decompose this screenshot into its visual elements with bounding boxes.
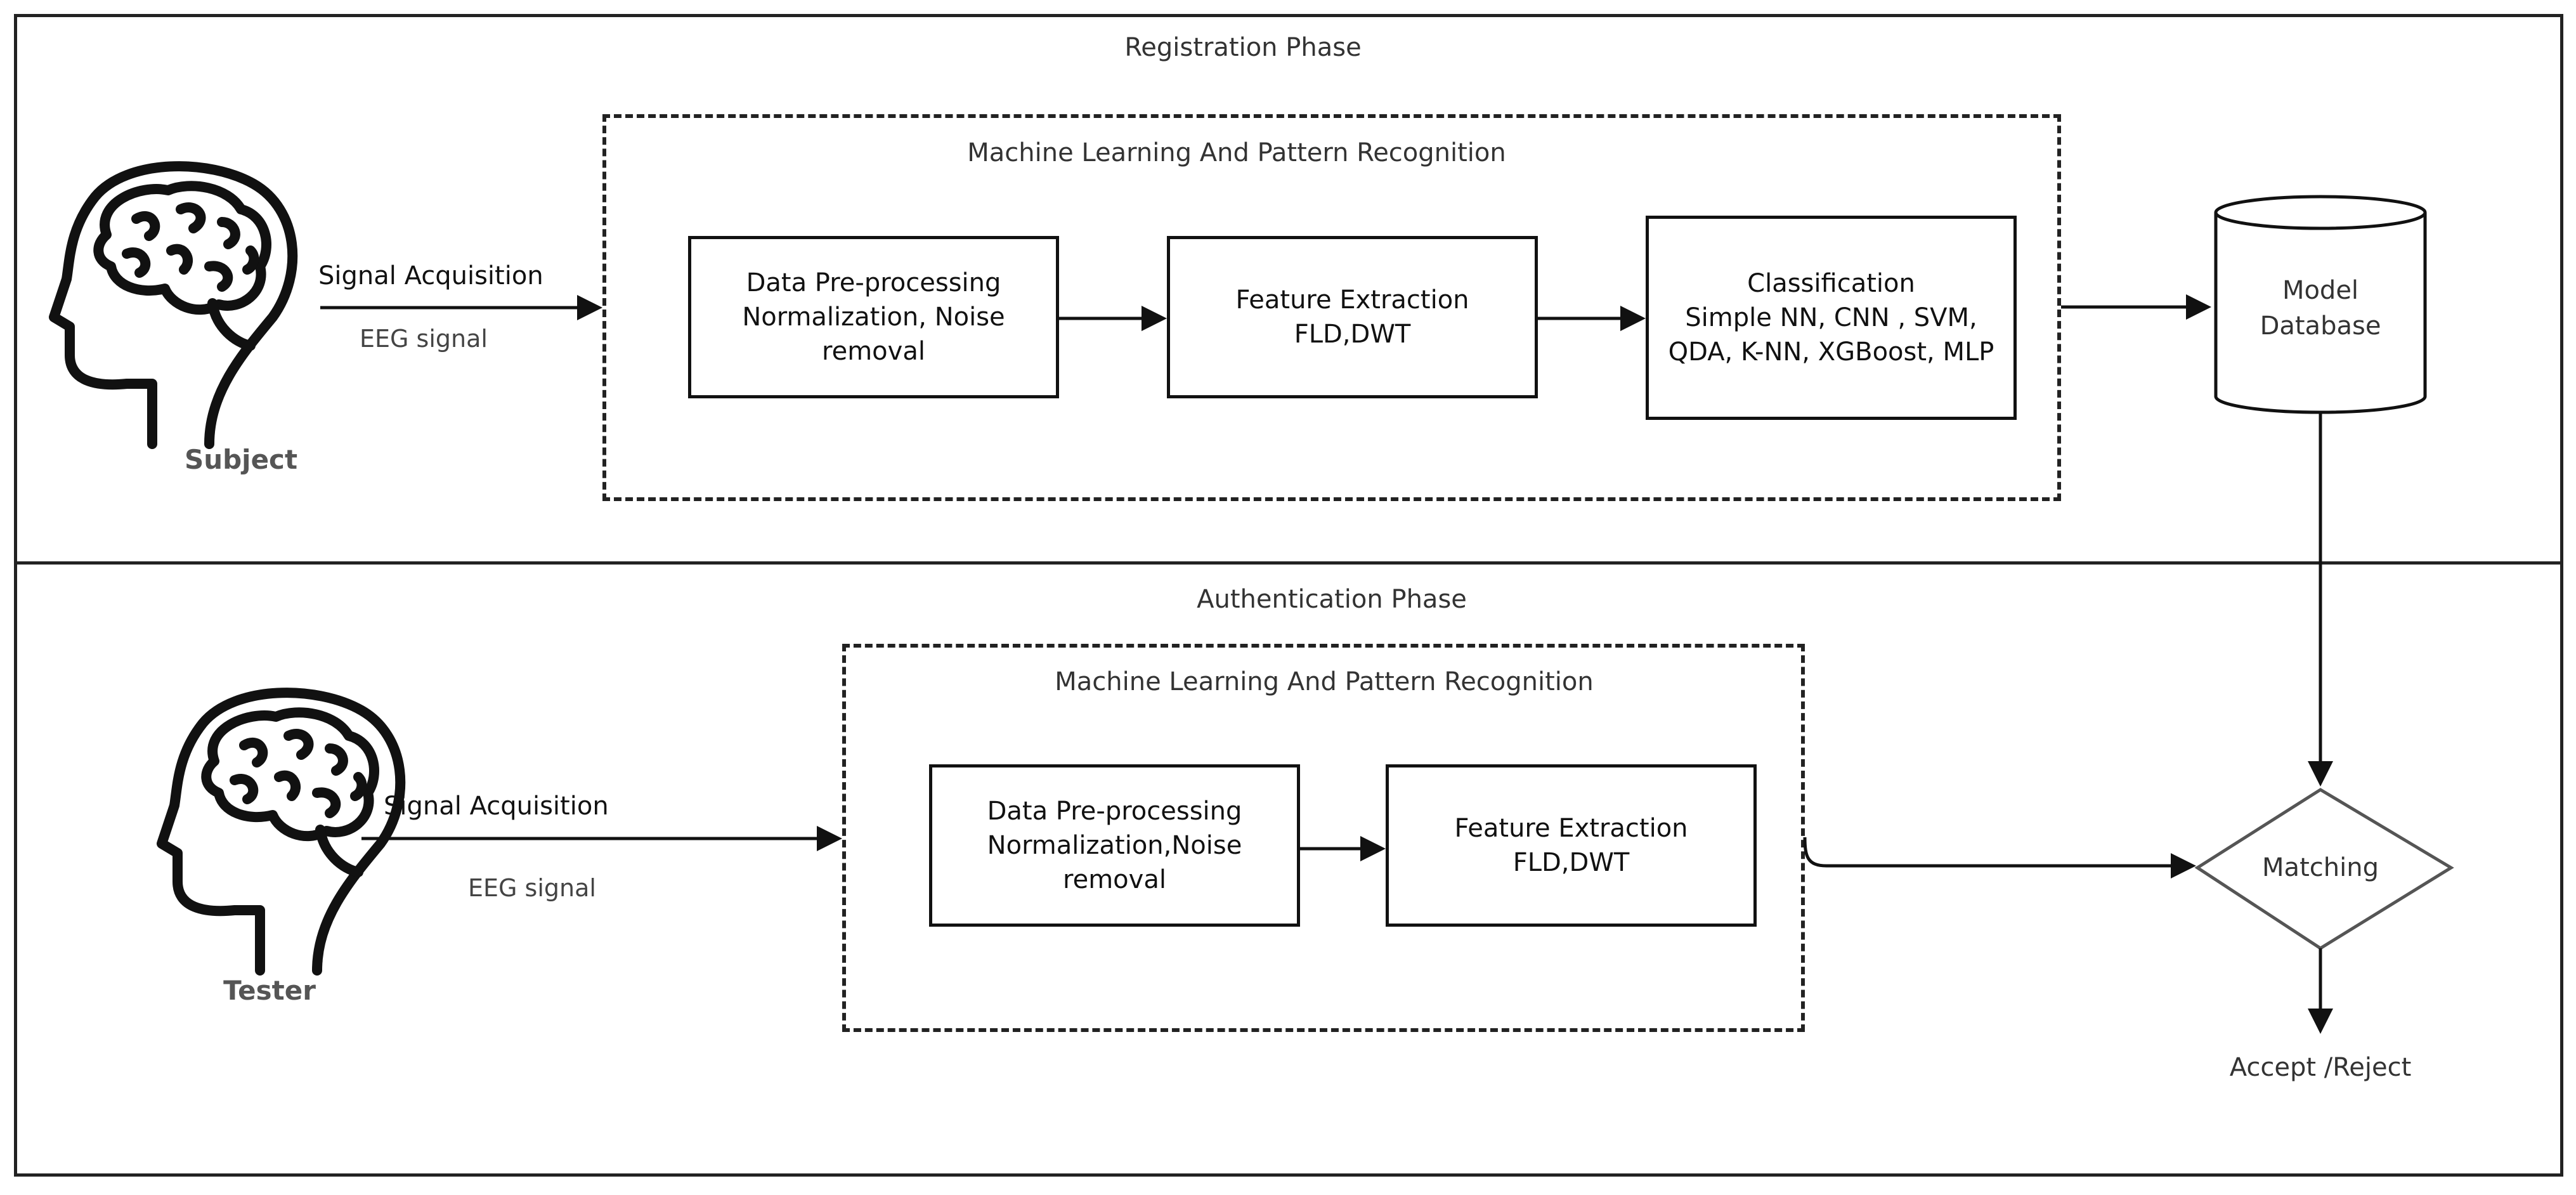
feature-detail: FLD,DWT [1512,848,1630,877]
database-label-line2: Database [2260,311,2381,341]
authentication-phase-frame [14,561,2563,1177]
database-label-line1: Model [2282,276,2359,305]
feature-title: Feature Extraction [1235,285,1469,315]
registration-classification-box: Classification Simple NN, CNN , SVM, QDA… [1646,216,2017,420]
tester-label: Tester [223,975,316,1006]
subject-head-icon [49,161,298,449]
registration-signal-acquisition-label: Signal Acquisition [318,261,543,291]
authentication-to-matching-arrow [1803,837,2196,878]
authentication-phase-title: Authentication Phase [1197,585,1467,614]
registration-phase-title: Registration Phase [1124,33,1362,62]
matching-label: Matching [2262,853,2379,882]
registration-feature-box: Feature Extraction FLD,DWT [1167,236,1538,398]
preprocessing-detail: Normalization, Noise [742,303,1005,332]
preprocessing-title: Data Pre-processing [987,797,1242,826]
registration-ml-group [602,114,2061,501]
registration-eeg-signal-label: EEG signal [360,325,488,353]
classification-title: Classification [1747,269,1915,298]
feature-title: Feature Extraction [1454,814,1688,843]
preprocessing-detail-2: removal [1063,865,1166,894]
authentication-preprocessing-box: Data Pre-processing Normalization,Noise … [929,764,1300,927]
authentication-ml-group [842,644,1805,1032]
classification-models: Simple NN, CNN , SVM, [1685,303,1977,332]
authentication-eeg-signal-label: EEG signal [468,874,596,902]
feature-detail: FLD,DWT [1294,320,1411,349]
authentication-ml-title: Machine Learning And Pattern Recognition [1055,667,1594,696]
classification-models-2: QDA, K-NN, XGBoost, MLP [1668,337,1994,367]
preprocessing-detail-2: removal [822,337,925,366]
model-database-label: Model Database [2216,273,2425,344]
preprocessing-title: Data Pre-processing [746,268,1001,297]
preprocessing-detail: Normalization,Noise [987,831,1242,860]
subject-label: Subject [184,444,298,475]
tester-head-icon [157,688,406,976]
authentication-signal-acquisition-label: Signal Acquisition [384,792,609,821]
registration-preprocessing-box: Data Pre-processing Normalization, Noise… [688,236,1059,398]
authentication-feature-box: Feature Extraction FLD,DWT [1386,764,1757,927]
registration-ml-title: Machine Learning And Pattern Recognition [967,138,1506,167]
model-database-cylinder [2214,195,2427,414]
accept-reject-output-label: Accept /Reject [2229,1053,2412,1082]
